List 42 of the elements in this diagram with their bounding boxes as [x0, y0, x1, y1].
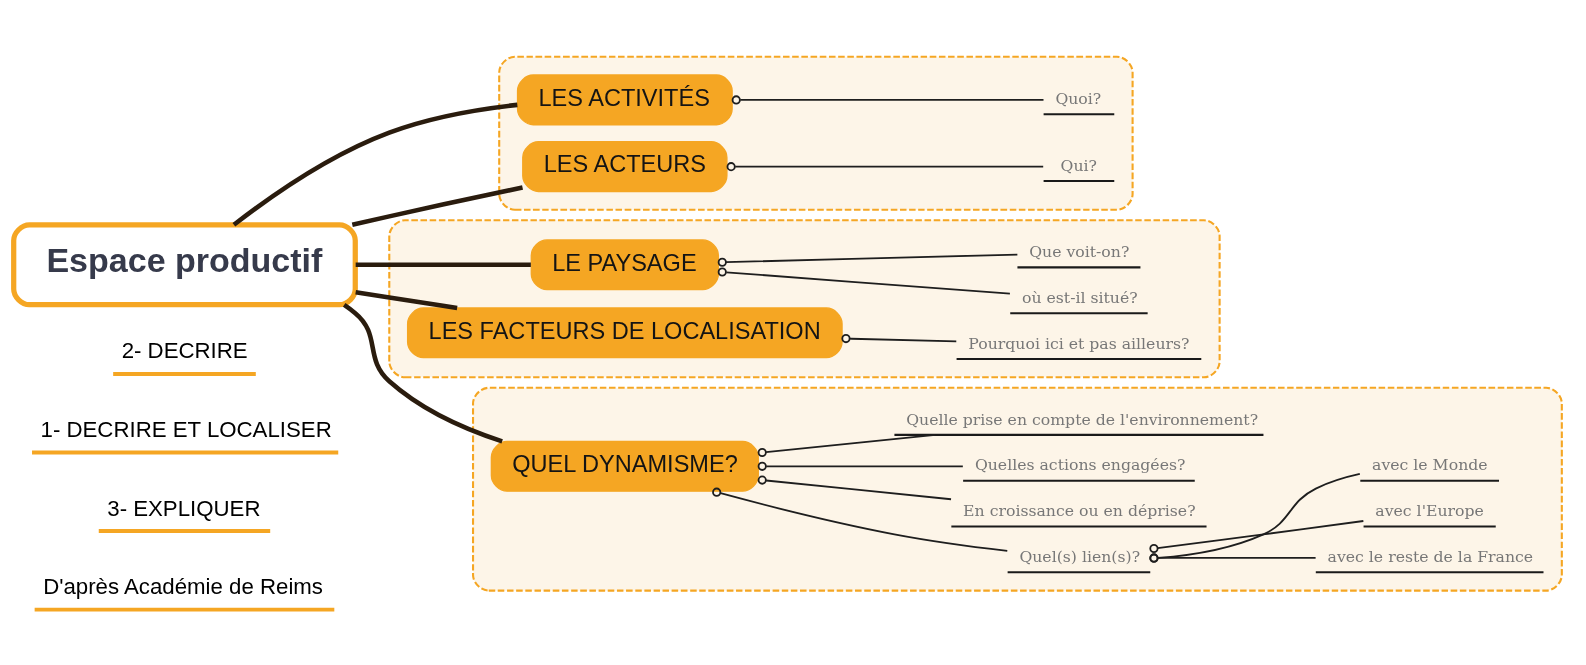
node-text: Quelles actions engagées? [974, 455, 1186, 475]
node-box: LES FACTEURS DE LOCALISATION [406, 307, 843, 359]
connector [731, 95, 1045, 105]
connector [726, 162, 1045, 172]
connector [757, 475, 952, 501]
connector [712, 487, 1009, 552]
connector [757, 461, 964, 471]
connector [717, 267, 1011, 295]
connector [1149, 553, 1317, 563]
node-text: avec le Monde [1372, 455, 1488, 475]
node-box: LES ACTIVITÉS [516, 74, 733, 126]
connector [757, 434, 937, 458]
node-box: LE PAYSAGE [530, 239, 720, 291]
label: 2- DECRIRE [121, 338, 248, 364]
cluster [472, 386, 1563, 592]
connector [342, 303, 503, 444]
node-text: Qui? [1060, 155, 1098, 175]
connector [355, 289, 458, 311]
node-box: QUEL DYNAMISME? [490, 440, 759, 492]
cluster [388, 219, 1221, 379]
label: 1- DECRIRE ET LOCALISER [40, 417, 332, 442]
node-box: Espace productif [11, 222, 358, 308]
connector [351, 185, 523, 228]
node-text: Pourquoi ici et pas ailleurs? [968, 333, 1190, 353]
node-text: avec le reste de la France [1327, 546, 1534, 566]
node-text: où est-il situé? [1022, 287, 1138, 307]
connector [1149, 520, 1365, 554]
node-text: Quoi? [1055, 88, 1102, 108]
node-text: Que voit-on? [1029, 242, 1130, 262]
label: 3- EXPLIQUER [107, 495, 261, 521]
cluster [498, 55, 1134, 211]
connector [1149, 473, 1361, 563]
connector [232, 102, 518, 227]
connector [841, 333, 958, 344]
node-text: Quelle prise en compte de l'environnement? [906, 409, 1259, 429]
label: D'après Académie de Reims [43, 574, 323, 600]
node-text: Quel(s) lien(s)? [1019, 546, 1141, 566]
connector [355, 262, 531, 268]
node-text: avec l'Europe [1375, 501, 1484, 521]
connector [717, 253, 1019, 267]
node-box: LES ACTEURS [522, 141, 728, 193]
node-text: En croissance ou en déprise? [963, 501, 1196, 521]
